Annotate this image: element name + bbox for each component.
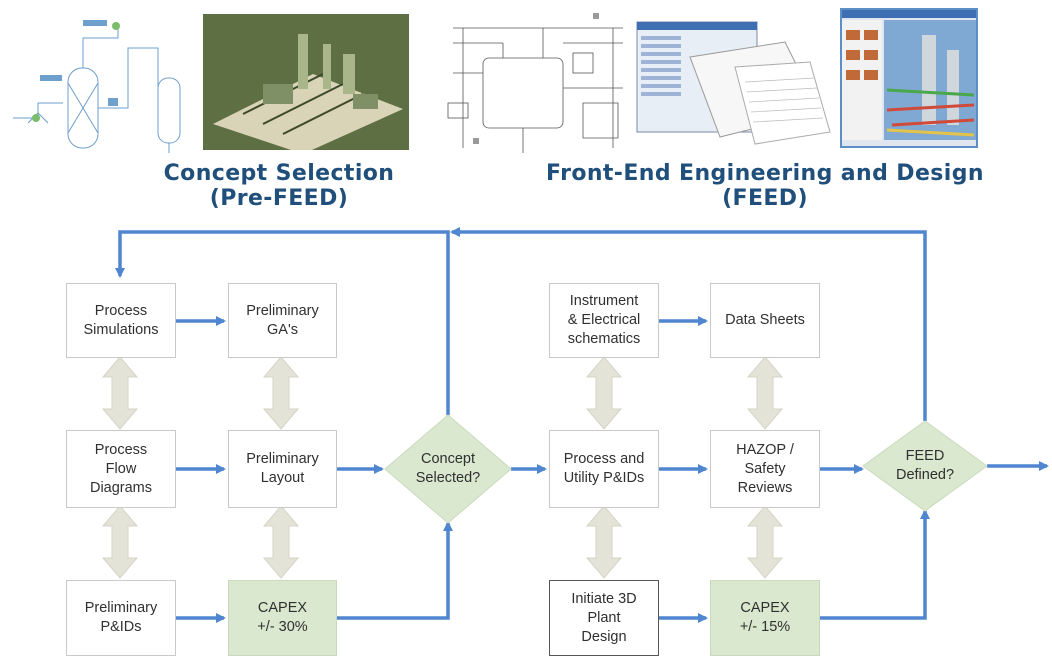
flow-arrow	[115, 230, 450, 415]
concept-selected-diamond	[384, 414, 512, 524]
flow-arrow	[820, 509, 930, 620]
pid-drawing-thumbnail	[443, 8, 633, 158]
feed-defined-label: FEED Defined?	[895, 448, 955, 483]
feed-defined-diamond	[862, 420, 988, 512]
flow-arrow	[450, 227, 927, 421]
process-flow-diagrams-box: Process Flow Diagrams	[66, 430, 176, 508]
preliminary-gas-box: Preliminary GA's	[228, 283, 337, 358]
data-sheets-box: Data Sheets	[710, 283, 820, 358]
feed-heading: Front-End Engineering and Design (FEED)	[546, 161, 984, 211]
flow-arrow	[337, 521, 453, 620]
process-utility-pids-box: Process and Utility P&IDs	[549, 430, 659, 508]
double-arrow	[586, 356, 622, 430]
double-arrow	[263, 505, 299, 579]
instrument-electrical-box: Instrument & Electrical schematics	[549, 283, 659, 358]
concept-selection-heading: Concept Selection (Pre-FEED)	[163, 161, 395, 211]
double-arrow	[102, 505, 138, 579]
3d-plant-software-thumbnail	[840, 8, 978, 148]
hazop-safety-box: HAZOP / Safety Reviews	[710, 430, 820, 508]
double-arrow	[586, 505, 622, 579]
double-arrow	[747, 505, 783, 579]
process-schematic-thumbnail	[8, 8, 198, 158]
double-arrow	[263, 356, 299, 430]
preliminary-pids-box: Preliminary P&IDs	[66, 580, 176, 656]
preliminary-layout-box: Preliminary Layout	[228, 430, 337, 508]
capex-30-box: CAPEX +/- 30%	[228, 580, 337, 656]
3d-plant-model-thumbnail	[203, 14, 409, 160]
double-arrow	[102, 356, 138, 430]
concept-selected-label: Concept Selected?	[415, 451, 481, 486]
software-screenshots-thumbnail	[635, 12, 835, 152]
process-simulations-box: Process Simulations	[66, 283, 176, 358]
initiate-3d-box: Initiate 3D Plant Design	[549, 580, 659, 656]
capex-15-box: CAPEX +/- 15%	[710, 580, 820, 656]
double-arrow	[747, 356, 783, 430]
